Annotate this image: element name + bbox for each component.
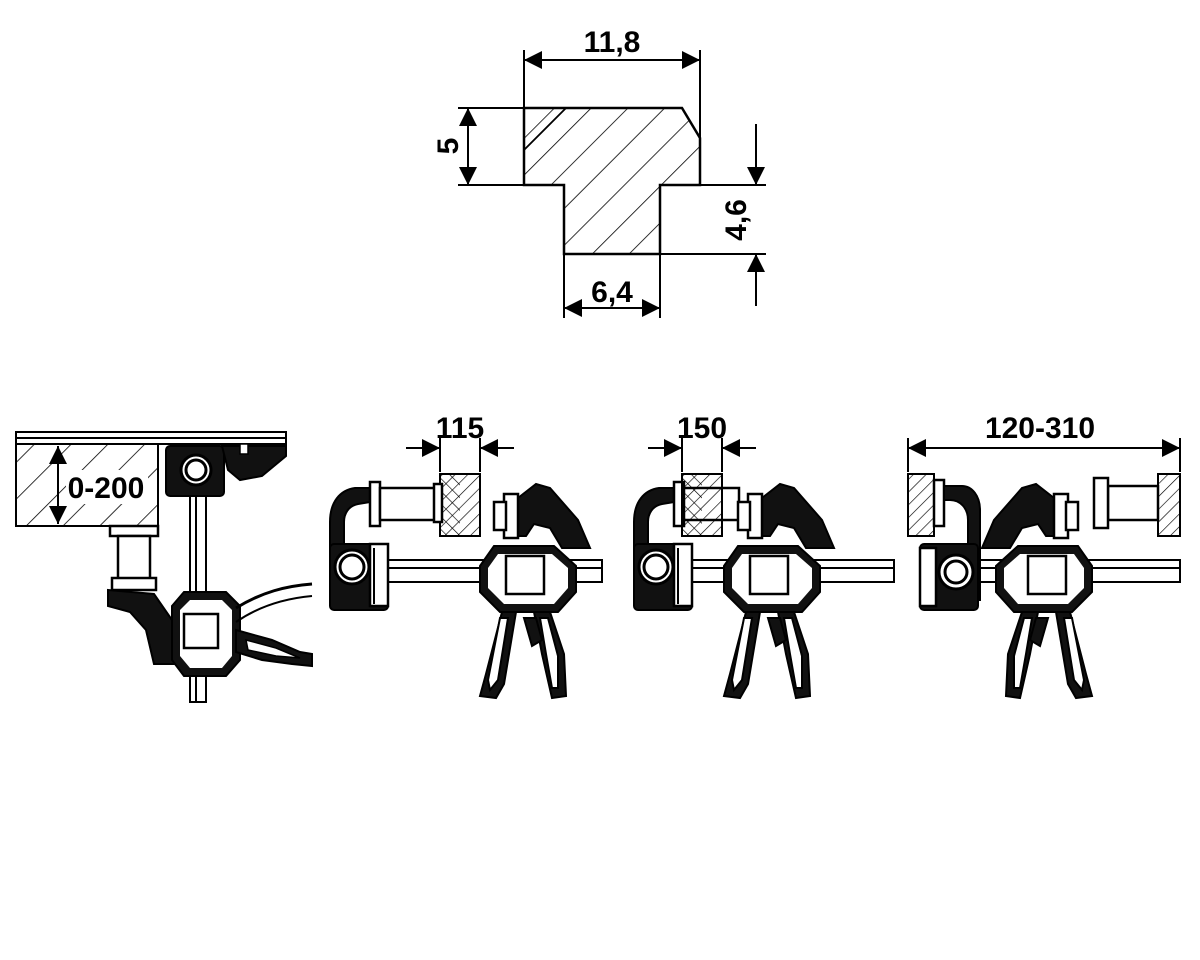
dimension-right-height: 4,6 <box>660 124 766 306</box>
label-4-6: 4,6 <box>720 199 753 241</box>
label-120-310: 120-310 <box>985 412 1095 445</box>
clamp-jaw-150: 150 <box>632 412 895 700</box>
label-6-4: 6,4 <box>591 276 633 309</box>
label-0-200: 0-200 <box>68 472 145 505</box>
label-115: 115 <box>436 412 484 445</box>
clamp-range-120-310: 120-310 <box>907 412 1181 700</box>
rail-profile <box>522 106 702 256</box>
label-150: 150 <box>677 412 727 445</box>
clamp-jaw-115: 115 <box>328 412 603 700</box>
spreader-view: 0-200 <box>15 431 313 703</box>
label-5: 5 <box>432 138 465 155</box>
label-11-8: 11,8 <box>584 26 641 59</box>
dimension-left-height: 5 <box>432 107 524 186</box>
dimension-top-width: 11,8 <box>523 26 701 138</box>
dimension-bottom-width: 6,4 <box>563 254 661 318</box>
